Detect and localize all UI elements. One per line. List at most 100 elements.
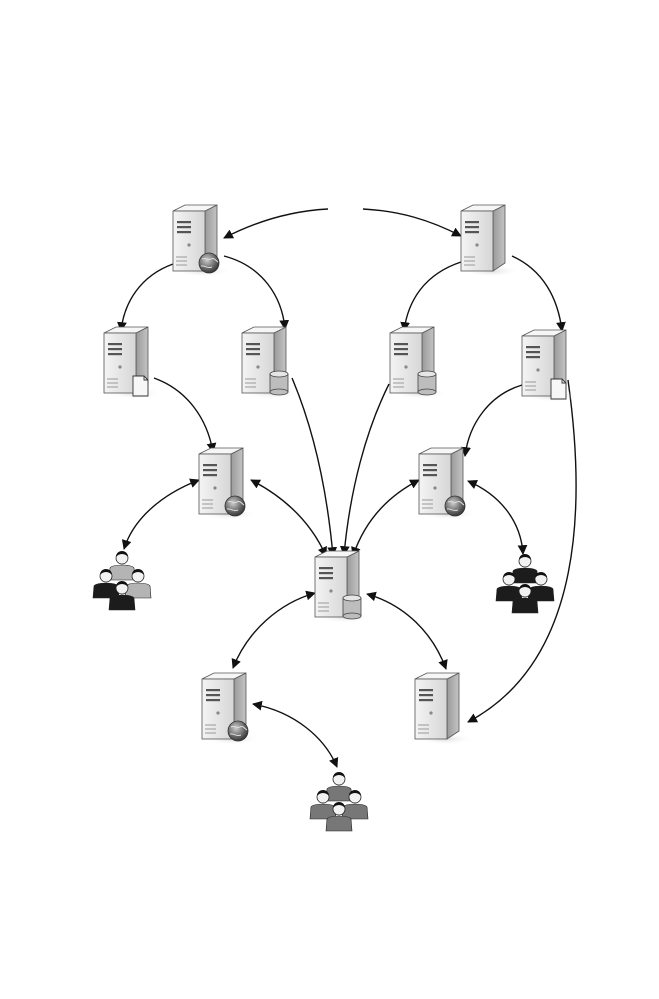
drive-bay: [177, 226, 191, 229]
drive-bay: [177, 231, 191, 234]
database-icon: [342, 594, 362, 620]
drive-bay: [319, 572, 333, 575]
server-front: [389, 332, 423, 394]
edge-s10-u3: [252, 700, 339, 768]
server-front: [414, 678, 448, 740]
globe-icon: [444, 495, 466, 517]
edge-s7-s9: [250, 479, 327, 557]
server-s2: [460, 204, 519, 277]
drive-bay: [526, 351, 540, 354]
drive-bay: [419, 689, 433, 692]
person-icon: [124, 569, 152, 599]
nodes-layer: [92, 204, 580, 832]
drive-bay: [177, 221, 191, 224]
drive-bay: [206, 689, 220, 692]
person-icon: [325, 802, 353, 832]
server-front: [460, 210, 494, 272]
edge-s6-s11: [467, 379, 577, 723]
person-icon: [511, 554, 539, 584]
document-icon: [132, 375, 149, 397]
person-icon: [108, 581, 136, 611]
drive-bay: [203, 464, 217, 467]
person-icon: [108, 551, 136, 581]
drive-bay: [246, 348, 260, 351]
server-s3: [103, 326, 162, 399]
person-icon: [325, 772, 353, 802]
server-s5: [389, 326, 448, 399]
edge-s9-s10: [231, 590, 316, 669]
edge-s9-s11: [366, 591, 448, 670]
person-icon: [511, 584, 539, 614]
user-group-u3: [309, 772, 369, 832]
drive-bay: [206, 699, 220, 702]
power-led: [329, 589, 333, 593]
database-icon: [269, 370, 289, 396]
power-led: [187, 243, 191, 247]
drive-bay: [526, 346, 540, 349]
edges-layer: [117, 208, 577, 768]
power-led: [404, 365, 408, 369]
person-icon: [527, 572, 555, 602]
drive-bay: [465, 221, 479, 224]
server-side: [492, 204, 506, 272]
server-s6: [521, 329, 580, 402]
drive-bay: [108, 348, 122, 351]
edge-s8-u2: [467, 480, 528, 555]
globe-icon: [227, 720, 249, 742]
drive-bay: [319, 577, 333, 580]
server-front: [103, 332, 137, 394]
edge-s6-s8: [461, 384, 523, 457]
server-side: [446, 672, 460, 740]
power-led: [536, 368, 540, 372]
globe-icon: [224, 495, 246, 517]
power-led: [433, 486, 437, 490]
server-s8: [418, 447, 477, 520]
database-icon: [417, 370, 437, 396]
server-front: [314, 556, 348, 618]
edge-s1-s3: [117, 263, 174, 332]
server-s10: [201, 672, 260, 745]
edge-s3-s7: [153, 377, 217, 453]
power-led: [429, 711, 433, 715]
server-s4: [241, 326, 300, 399]
drive-bay: [394, 353, 408, 356]
drive-bay: [108, 353, 122, 356]
edge-s2-s5: [400, 261, 462, 332]
drive-bay: [423, 469, 437, 472]
drive-bay: [394, 343, 408, 346]
edge-root-s2: [362, 208, 462, 237]
user-group-u2: [495, 554, 555, 614]
drive-bay: [423, 474, 437, 477]
person-icon: [495, 572, 523, 602]
drive-bay: [206, 694, 220, 697]
globe-icon: [198, 252, 220, 274]
edge-s5-s9: [339, 383, 390, 556]
server-s9: [314, 550, 373, 623]
edge-root-s1: [223, 208, 329, 239]
power-led: [256, 365, 260, 369]
drive-bay: [319, 567, 333, 570]
edge-s8-s9: [351, 479, 420, 557]
server-front: [241, 332, 275, 394]
drive-bay: [419, 694, 433, 697]
person-icon: [341, 790, 369, 820]
edge-s1-s4: [223, 255, 290, 330]
server-s11: [414, 672, 473, 745]
power-led: [213, 486, 217, 490]
drive-bay: [465, 226, 479, 229]
server-s1: [172, 204, 231, 277]
drive-bay: [246, 343, 260, 346]
edge-s4-s9: [291, 377, 338, 557]
document-icon: [550, 378, 567, 400]
drive-bay: [394, 348, 408, 351]
drive-bay: [423, 464, 437, 467]
drive-bay: [465, 231, 479, 234]
drive-bay: [203, 474, 217, 477]
drive-bay: [526, 356, 540, 359]
drive-bay: [108, 343, 122, 346]
drive-bay: [203, 469, 217, 472]
server-s7: [198, 447, 257, 520]
power-led: [216, 711, 220, 715]
server-front: [521, 335, 555, 397]
